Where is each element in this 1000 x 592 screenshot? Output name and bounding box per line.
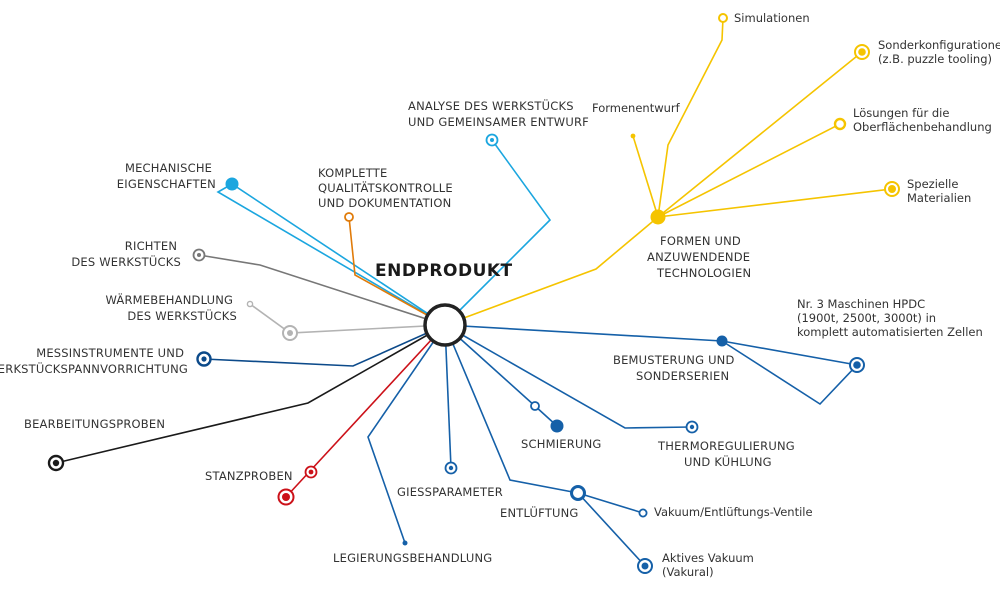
node-loesungen-marker[interactable] (833, 117, 847, 131)
connector-richten (198, 254, 446, 326)
connector-vakuum-ventile (577, 492, 644, 514)
node-sonderkonfig-marker[interactable] (854, 44, 870, 60)
node-simulationen-marker[interactable] (718, 13, 728, 23)
connector-legierung (367, 324, 446, 544)
label-formenentwurf: Formenentwurf (592, 101, 681, 115)
label-richten: RICHTEN DES WERKSTÜCKS (71, 239, 181, 269)
connector-schmierung (444, 324, 558, 427)
label-vakuum-ventile: Vakuum/Entlüftungs-Ventile (654, 505, 813, 519)
node-spezielle-marker[interactable] (884, 181, 900, 197)
connector-giess (444, 324, 452, 469)
node-formenentwurf-marker[interactable] (630, 133, 636, 139)
node-waerme-end-marker[interactable] (246, 300, 254, 308)
node-schmierung-small-marker[interactable] (530, 401, 540, 411)
label-bearbeitung: BEARBEITUNGSPROBEN (24, 417, 165, 431)
connector-analyse (444, 139, 552, 326)
connector-entlueftung (444, 324, 579, 494)
center-node[interactable] (423, 303, 467, 347)
label-mechanische: MECHANISCHE EIGENSCHAFTEN (117, 161, 216, 191)
label-sonderkonfig: Sonderkonfigurationen (z.B. puzzle tooli… (878, 38, 1000, 66)
connector-thermo (444, 324, 693, 429)
node-formen-marker[interactable] (650, 209, 666, 225)
label-analyse: ANALYSE DES WERKSTÜCKS UND GEMEINSAMER E… (408, 97, 589, 129)
node-giess-marker[interactable] (444, 461, 458, 475)
node-qualitaet-marker[interactable] (344, 212, 354, 222)
label-loesungen: Lösungen für die Oberflächenbehandlung (853, 106, 992, 134)
node-stanz-marker[interactable] (277, 488, 295, 506)
connector-aktives-vakuum (577, 492, 646, 567)
node-thermo-marker[interactable] (685, 420, 699, 434)
label-mess: MESSINSTRUMENTE UND WERKSTÜCKSPANNVORRIC… (0, 346, 188, 376)
node-vakuum-ventile-marker[interactable] (638, 508, 648, 518)
label-bemusterung: BEMUSTERUNG UND SONDERSERIEN (613, 353, 738, 383)
label-waerme: WÄRMEBEHANDLUNG DES WERKSTÜCKS (105, 292, 237, 323)
node-legierung-marker[interactable] (402, 540, 408, 546)
connector-mechanische (216, 183, 446, 326)
center-label: ENDPRODUKT (375, 261, 513, 281)
label-qualitaet: KOMPLETTE QUALITÄTSKONTROLLE UND DOKUMEN… (318, 166, 457, 210)
connector-qualitaet (348, 216, 446, 326)
node-analyse-marker[interactable] (485, 133, 499, 147)
label-thermo: THERMOREGULIERUNG UND KÜHLUNG (657, 439, 799, 469)
node-bemusterung-marker[interactable] (716, 335, 728, 347)
label-spezielle: Spezielle Materialien (907, 177, 971, 205)
label-simulationen: Simulationen (734, 11, 810, 25)
connector-spezielle (657, 188, 893, 218)
node-aktives-vakuum-marker[interactable] (637, 558, 653, 574)
node-entlueftung-marker[interactable] (570, 485, 586, 501)
node-bearbeitung-marker[interactable] (47, 454, 65, 472)
connector-mess (203, 324, 446, 367)
label-maschinen: Nr. 3 Maschinen HPDC (1900t, 2500t, 3000… (797, 297, 983, 339)
node-markers (47, 13, 900, 574)
node-stanz-small-marker[interactable] (304, 465, 318, 479)
connector-formenentwurf (632, 135, 659, 218)
connector-formen (444, 216, 659, 326)
label-schmierung: SCHMIERUNG (521, 437, 601, 451)
label-legierung: LEGIERUNGSBEHANDLUNG (333, 551, 492, 565)
node-maschinen-marker[interactable] (849, 357, 865, 373)
node-mess-marker[interactable] (196, 351, 212, 367)
connector-simulationen (657, 17, 724, 218)
node-mechanische-marker[interactable] (225, 177, 239, 191)
label-formen: FORMEN UND ANZUWENDENDE TECHNOLOGIEN (647, 234, 754, 280)
label-entlueftung: ENTLÜFTUNG (500, 504, 579, 520)
label-aktives-vakuum: Aktives Vakuum (Vakural) (662, 551, 758, 579)
node-labels: ENDPRODUKT ANALYSE DES WERKSTÜCKS UND GE… (0, 11, 1000, 579)
node-richten-marker[interactable] (192, 248, 206, 262)
label-stanz: STANZPROBEN (205, 469, 293, 483)
label-giess: GIESSPARAMETER (397, 485, 503, 499)
connector-bearbeitung (55, 324, 446, 464)
connector-loesungen (657, 123, 841, 218)
node-waerme-marker[interactable] (282, 325, 298, 341)
connector-sonderkonfig (657, 51, 863, 218)
node-schmierung-marker[interactable] (550, 419, 564, 433)
